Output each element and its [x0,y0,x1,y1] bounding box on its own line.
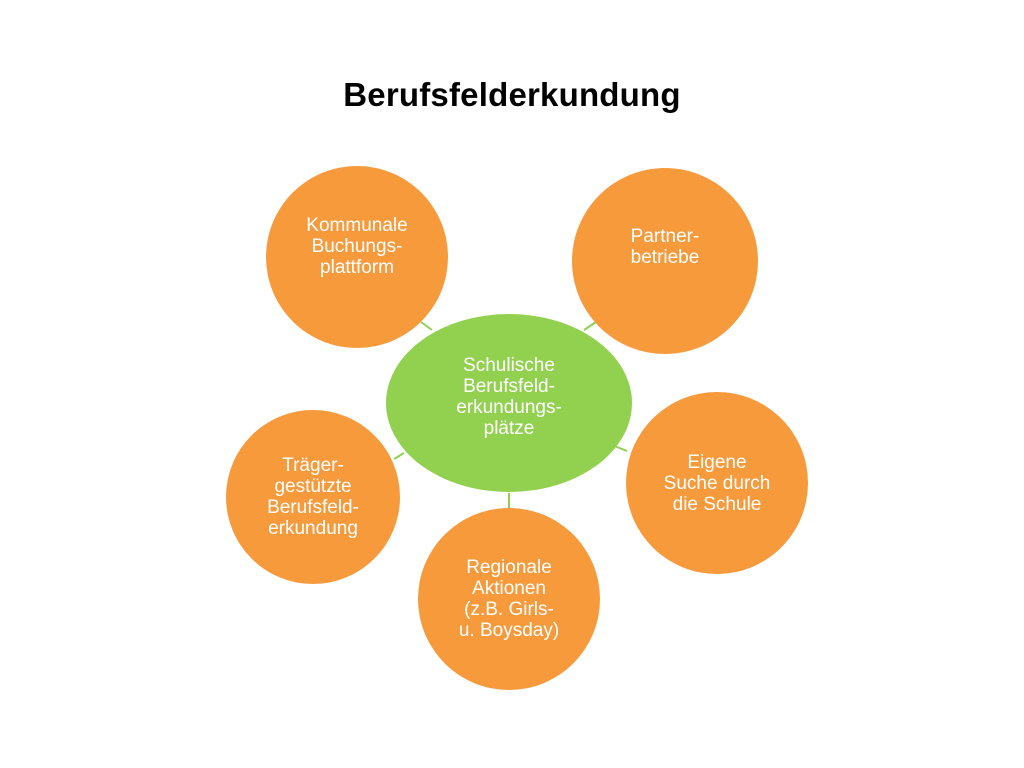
node-eigene-label: Eigene Suche durch die Schule [663,451,771,515]
node-center-schulische-plaetze: Schulische Berufsfeld- erkundungs- plätz… [386,314,632,492]
node-kommunale-buchungsplattform: Kommunale Buchungs- plattform [266,166,448,348]
node-kommunale-label: Kommunale Buchungs- plattform [306,214,408,278]
node-eigene-suche: Eigene Suche durch die Schule [626,392,808,574]
diagram-title: Berufsfelderkundung [343,76,681,113]
node-partnerbetriebe: Partner- betriebe [572,168,758,354]
connector-traeger [393,452,405,460]
node-traeger-label: Träger- gestützte Berufsfeld- erkundung [267,455,359,539]
node-regionale-aktionen: Regionale Aktionen (z.B. Girls- u. Boysd… [418,508,600,690]
node-center-label: Schulische Berufsfeld- erkundungs- plätz… [456,355,562,439]
node-partner-label: Partner- betriebe [630,226,700,268]
node-traeger-gestuetzte: Träger- gestützte Berufsfeld- erkundung [226,410,400,584]
connector-partner [583,321,597,331]
connector-kommunale [420,321,433,331]
node-regionale-label: Regionale Aktionen (z.B. Girls- u. Boysd… [458,557,560,641]
